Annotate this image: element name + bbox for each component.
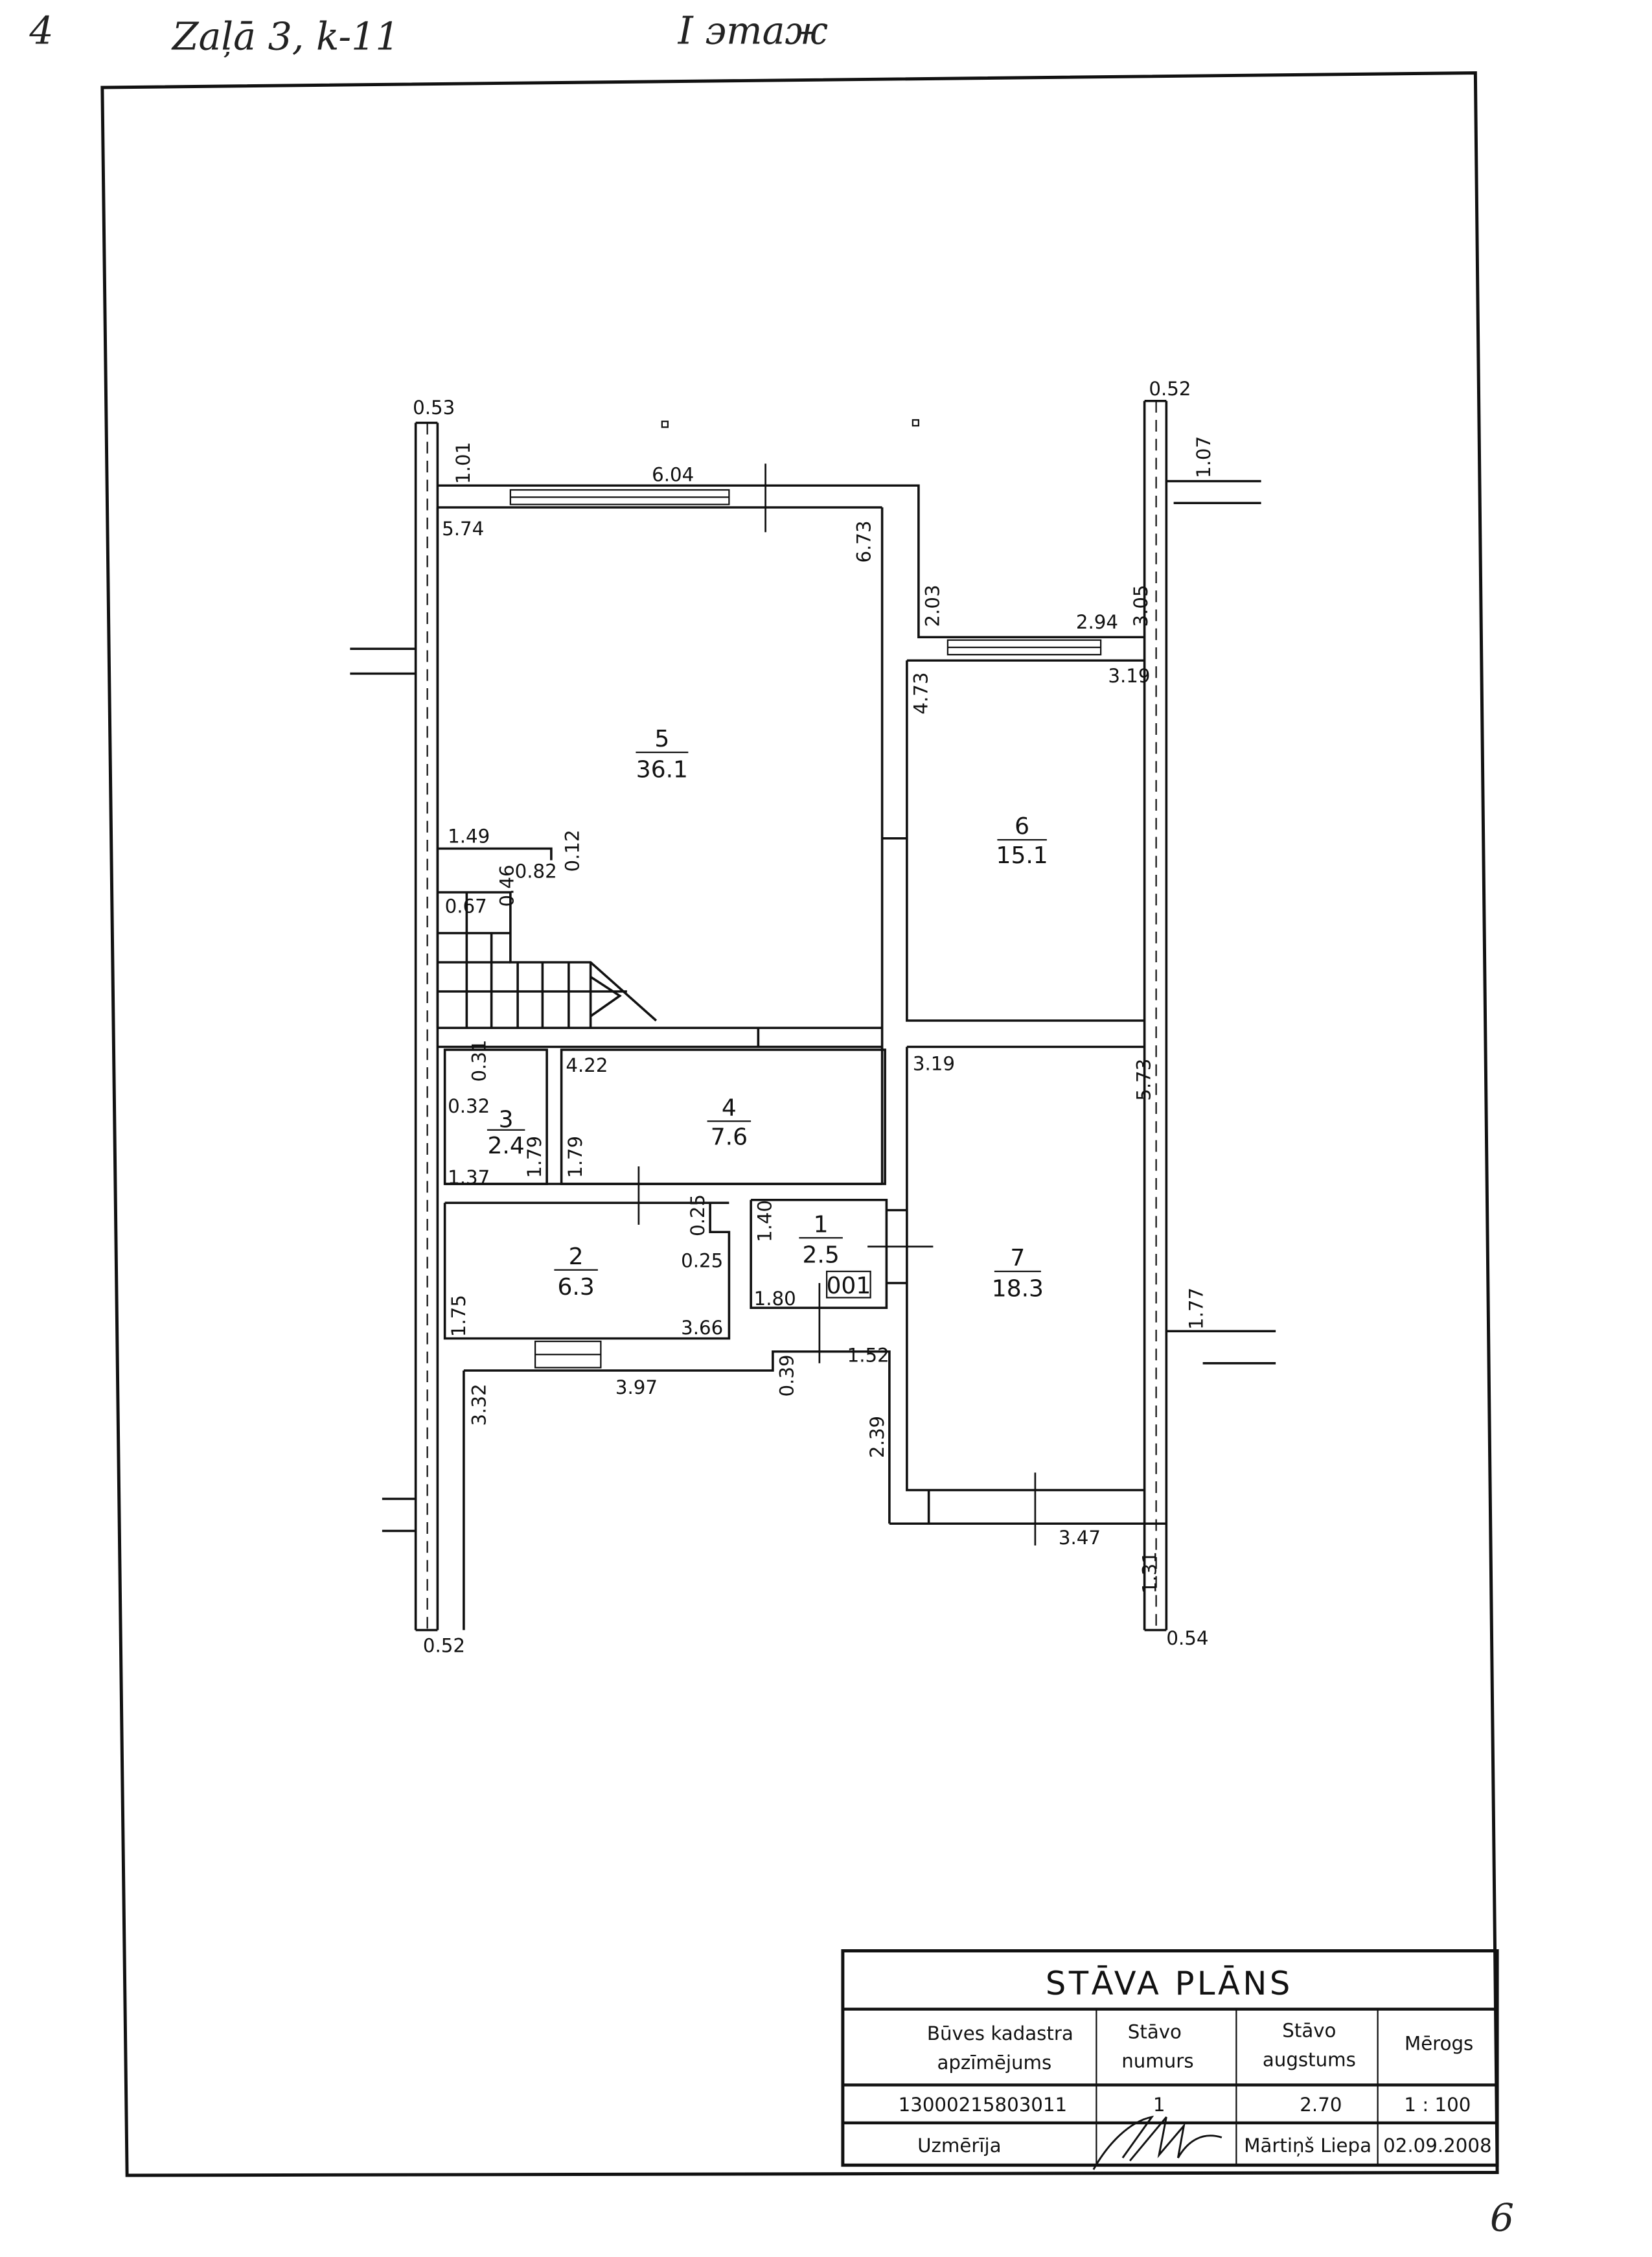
dim-label: 3.19 (1108, 665, 1150, 687)
room-number: 4 (722, 1094, 737, 1121)
room-5: 536.1 (636, 726, 689, 783)
floor-handwritten: I этаж (678, 9, 828, 53)
survey-date: 02.09.2008 (1383, 2135, 1491, 2157)
room-area: 2.5 (802, 1242, 839, 1269)
dim-label: 0.52 (423, 1634, 465, 1656)
dim-label: 1.80 (754, 1288, 796, 1310)
dim-label: 0.54 (1166, 1627, 1208, 1649)
dim-label: 3.47 (1059, 1527, 1101, 1549)
dimensions: 0.53 1.01 6.04 5.74 6.73 0.52 1.07 2.03 … (413, 378, 1215, 1657)
dim-label: 5.74 (442, 518, 484, 540)
dim-label: 3.05 (1130, 585, 1152, 627)
col-label: apzīmējums (937, 2052, 1051, 2074)
dim-label: 1.52 (847, 1345, 889, 1367)
room-area: 7.6 (711, 1124, 748, 1150)
dim-label: 0.25 (687, 1194, 709, 1236)
col-label: Stāvo (1282, 2019, 1336, 2041)
signature (1092, 2115, 1222, 2170)
walls (350, 399, 1276, 1632)
room-number: 1 (814, 1211, 829, 1238)
col-label: Būves kadastra (927, 2022, 1073, 2044)
room-number: 2 (569, 1244, 584, 1270)
dim-label: 0.12 (562, 829, 584, 872)
scale: 1 : 100 (1404, 2094, 1471, 2116)
address-handwritten: Zaļā 3, k-11 (171, 15, 400, 59)
dim-label: 4.22 (566, 1054, 608, 1076)
dim-label: 1.75 (448, 1295, 470, 1337)
cadastral-number: 13000215803011 (899, 2094, 1068, 2116)
room-number: 3 (499, 1106, 514, 1133)
room-area: 2.4 (487, 1133, 524, 1159)
dim-label: 6.73 (853, 520, 875, 562)
room-3: 32.4 (487, 1106, 525, 1159)
room-area: 15.1 (996, 842, 1048, 869)
room-4: 47.6 (707, 1094, 751, 1150)
floor-number: 1 (1153, 2094, 1165, 2116)
corner-mark-handwritten: 6 (1490, 2196, 1514, 2240)
room-number: 7 (1010, 1245, 1025, 1271)
sheet-frame (100, 71, 1499, 2177)
room-6: 615.1 (996, 813, 1048, 869)
col-label: Mērogs (1405, 2033, 1473, 2055)
dim-label: 4.73 (910, 672, 932, 714)
dim-label: 0.82 (515, 861, 557, 883)
dim-label: 0.25 (681, 1249, 723, 1271)
title-block-title: STĀVA PLĀNS (1046, 1965, 1293, 2002)
dim-label: 2.39 (866, 1416, 888, 1458)
dim-label: 1.79 (564, 1136, 586, 1178)
dim-label: 3.97 (615, 1376, 658, 1398)
measured-by-label: Uzmērīja (917, 2135, 1001, 2157)
room-number: 5 (654, 726, 669, 752)
room-area: 18.3 (992, 1275, 1044, 1302)
surveyor-name: Mārtiņš Liepa (1244, 2135, 1371, 2157)
dim-label: 0.31 (468, 1039, 490, 1082)
dim-label: 0.46 (496, 864, 518, 907)
dim-label: 5.73 (1133, 1059, 1155, 1101)
dim-label: 1.77 (1186, 1288, 1208, 1330)
dim-label: 3.32 (468, 1383, 490, 1426)
dim-label: 1.37 (448, 1166, 490, 1188)
room-area: 6.3 (557, 1274, 594, 1301)
title-block: STĀVA PLĀNS Būves kadastra apzīmējums St… (841, 1949, 1499, 2170)
dim-label: 1.31 (1139, 1551, 1161, 1593)
page-number-handwritten: 4 (29, 9, 53, 53)
col-label: numurs (1121, 2050, 1193, 2072)
floor-height: 2.70 (1300, 2094, 1342, 2116)
room-area: 36.1 (636, 756, 688, 783)
dim-label: 6.04 (652, 464, 694, 486)
dim-label: 1.79 (523, 1136, 545, 1178)
dim-label: 0.53 (413, 397, 455, 419)
dim-label: 1.07 (1193, 436, 1215, 478)
dim-label: 0.52 (1149, 378, 1191, 400)
dim-label: 1.49 (448, 826, 490, 848)
dim-label: 0.32 (448, 1095, 490, 1117)
dim-label: 2.03 (921, 585, 943, 627)
room-1: 1 2.5 001 (799, 1211, 871, 1299)
dim-label: 0.67 (445, 896, 487, 918)
dim-label: 1.40 (754, 1200, 776, 1242)
dim-label: 3.19 (913, 1053, 955, 1075)
room-2: 26.3 (554, 1244, 598, 1301)
dim-label: 0.39 (775, 1354, 797, 1396)
room-7: 718.3 (992, 1245, 1044, 1302)
col-label: augstums (1263, 2048, 1356, 2070)
dim-label: 2.94 (1076, 611, 1118, 633)
room-number: 6 (1015, 813, 1029, 840)
room-code: 001 (827, 1273, 871, 1299)
col-label: Stāvo (1128, 2021, 1182, 2043)
dim-label: 3.66 (681, 1317, 723, 1339)
dim-label: 1.01 (452, 442, 474, 484)
